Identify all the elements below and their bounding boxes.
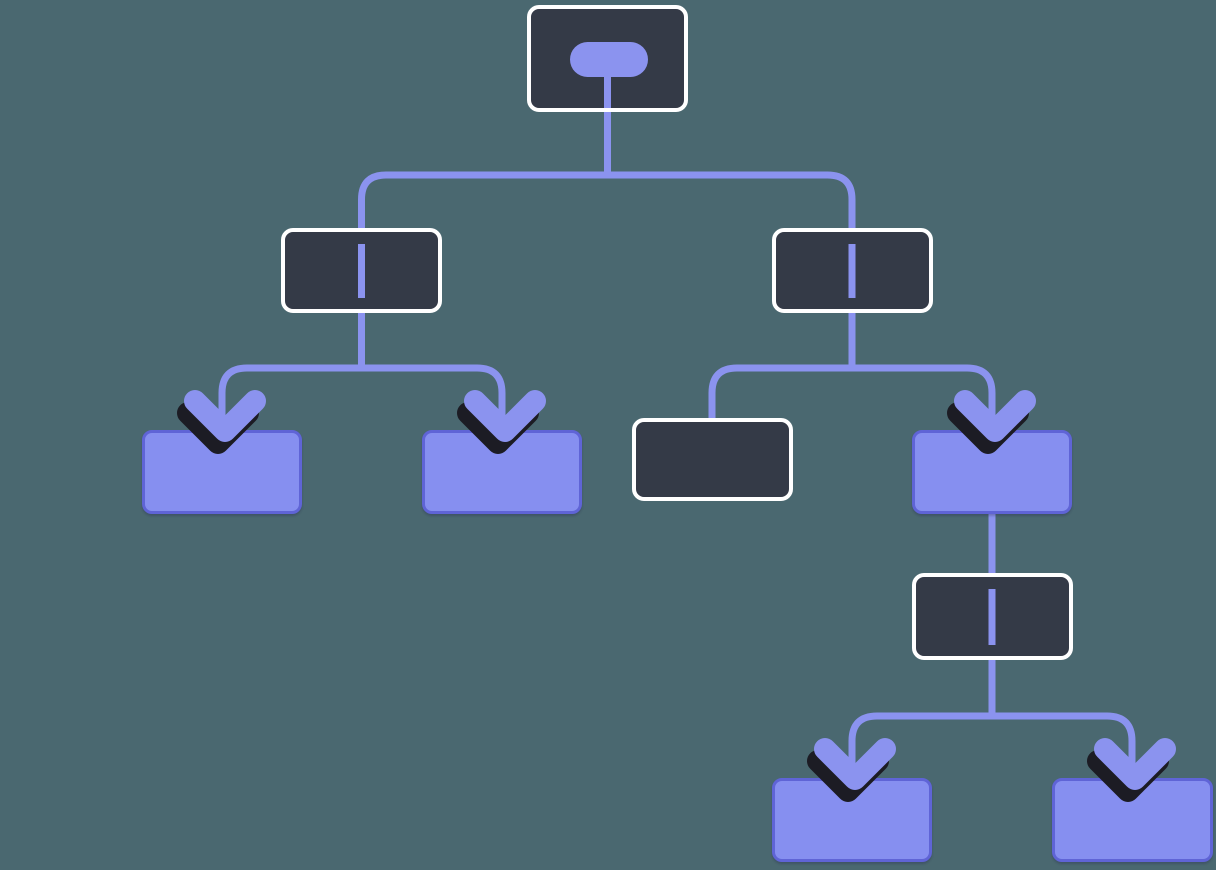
root-pill-shape xyxy=(570,42,648,77)
tree-node-right-left[interactable] xyxy=(632,418,793,501)
tree-leaf-right-right[interactable] xyxy=(912,430,1072,514)
tree-leaf-bottom-right[interactable] xyxy=(1052,778,1213,862)
tree-leaf-left-right[interactable] xyxy=(422,430,582,514)
tree-node-left[interactable] xyxy=(281,228,442,313)
tree-leaf-bottom-left[interactable] xyxy=(772,778,932,862)
tree-node-right-right-child[interactable] xyxy=(912,573,1073,660)
tree-leaf-left-left[interactable] xyxy=(142,430,302,514)
tree-node-root[interactable] xyxy=(527,5,688,112)
tree-node-right[interactable] xyxy=(772,228,933,313)
